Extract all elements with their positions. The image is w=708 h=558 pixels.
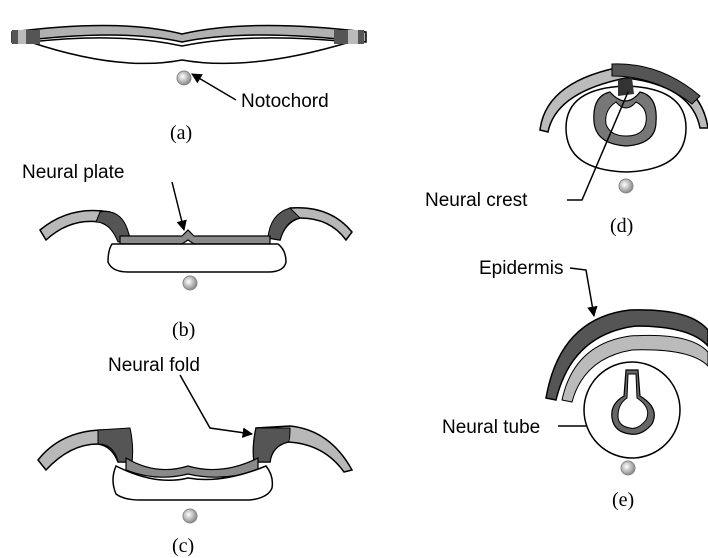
caption-a: (a)	[170, 122, 192, 144]
caption-b: (b)	[172, 319, 195, 341]
panel-c: Neural fold (c)	[38, 355, 352, 557]
caption-e: (e)	[612, 489, 634, 511]
panel-d: Neural crest (d)	[425, 64, 708, 237]
notochord-e	[621, 461, 635, 475]
notochord-c	[183, 509, 197, 523]
archenteron-b	[108, 244, 286, 272]
neural-plate-b	[120, 230, 270, 244]
archenteron-a	[30, 38, 350, 64]
neural-crest-label: Neural crest	[425, 190, 528, 211]
caption-c: (c)	[172, 535, 194, 557]
neural-plate-arrow	[172, 182, 184, 230]
neural-plate-label: Neural plate	[22, 162, 124, 183]
notochord-label: Notochord	[241, 91, 329, 112]
neural-fold-arrow	[180, 375, 252, 434]
notochord-b	[183, 276, 197, 290]
notochord-a	[177, 71, 191, 85]
notochord-arrow	[192, 74, 236, 100]
panel-a: Notochord (a)	[12, 25, 366, 144]
panel-b: Neural plate (b)	[22, 162, 352, 341]
notochord-d	[619, 179, 633, 193]
caption-d: (d)	[610, 215, 633, 237]
neural-crest-shape	[618, 78, 634, 96]
epidermis-label: Epidermis	[479, 258, 563, 279]
neural-fold-label: Neural fold	[108, 355, 200, 376]
epidermis-arrow	[570, 268, 594, 316]
neural-plate-c	[126, 458, 258, 477]
panel-e: Epidermis Neural tube (e)	[442, 258, 708, 511]
neural-tube-label: Neural tube	[442, 417, 540, 438]
